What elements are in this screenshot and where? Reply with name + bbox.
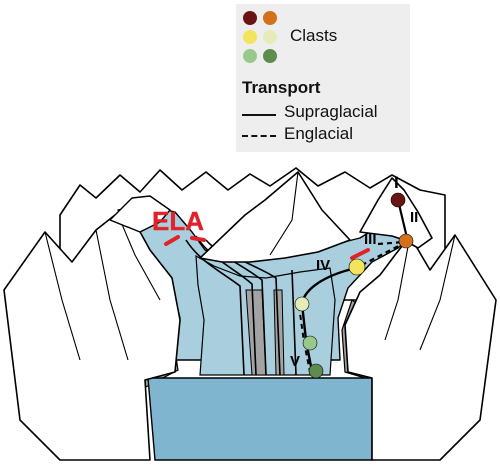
clast-V [308,363,324,379]
ela-marker-clast-path [350,248,370,260]
stage-label-V: V [290,353,300,370]
clast-IV [348,258,366,276]
front-mountain-ridges-right [384,234,456,351]
clast-color-4 [263,30,277,44]
central-peak-ridge [269,171,299,256]
stage-label-I: I [394,173,399,192]
left-cirque-peak [109,195,171,233]
front-mountains-left [3,209,181,461]
legend-englacial-label: Englacial [284,124,353,143]
central-peak [199,171,351,263]
right-cirque-peak [359,177,433,249]
clast-color-2 [263,11,277,25]
ela-label: ELA [152,206,204,236]
clast-light-green [302,335,318,351]
clast-light [294,296,310,312]
clast-color-1 [243,11,257,25]
legend-transport-title: Transport [242,78,321,97]
stage-label-IV: IV [316,257,330,274]
glacier-tongue [195,254,336,376]
legend-supraglacial-line [242,114,276,116]
legend-panel: Clasts Transport Supraglacial Englacial [236,4,410,152]
ela-marker-left [164,235,180,246]
legend-supraglacial-label: Supraglacial [284,102,378,121]
front-mountain-ridges-left [44,214,161,361]
lake-basin [147,377,373,461]
flow-lines [185,235,297,376]
ela-marker-right [190,236,206,242]
stage-label-III: III [364,231,377,248]
clast-I [390,192,406,208]
legend-clasts-label: Clasts [290,26,338,45]
clast-color-5 [243,49,257,63]
stage-label-II: II [410,209,418,226]
clast-color-6 [263,49,277,63]
legend-englacial-line [242,135,276,137]
clast-color-3 [243,30,257,44]
clast-II [398,233,414,249]
